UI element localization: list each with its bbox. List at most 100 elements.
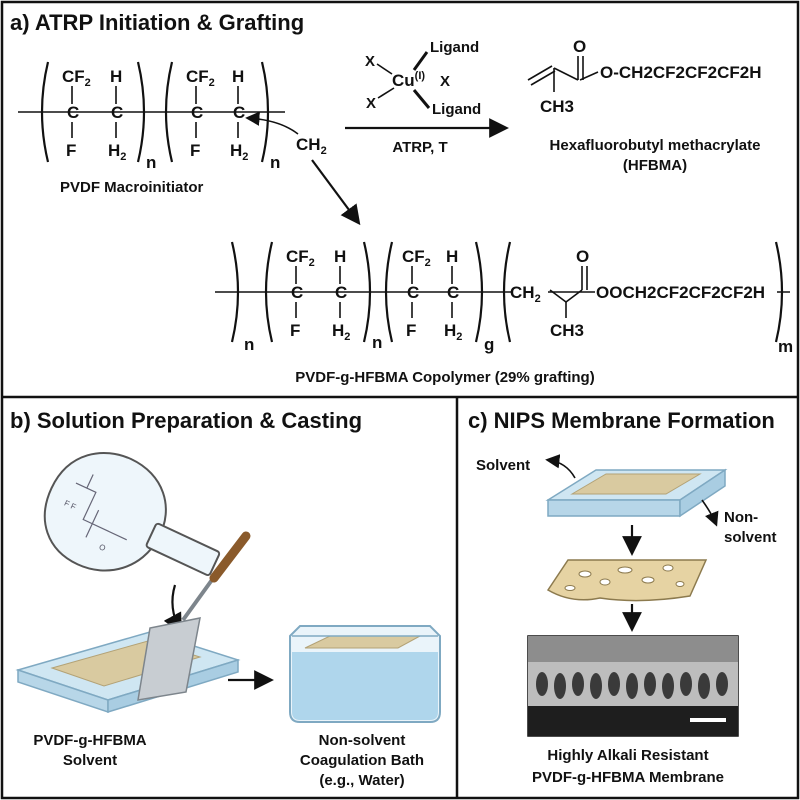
atom-f: F [190, 141, 200, 160]
glass-plate [15, 631, 241, 714]
bond [377, 87, 395, 99]
atom-h: H [334, 247, 346, 266]
ligand-top: Ligand [430, 39, 479, 56]
nonsolvent-label-line2: solvent [724, 529, 777, 546]
hfbma-monomer-structure: O O-CH2CF2CF2CF2H CH3 [527, 37, 762, 116]
scale-bar [690, 718, 726, 722]
panel-a: a) ATRP Initiation & Grafting CF2 C F H … [10, 10, 793, 386]
carbonyl-o: O [576, 247, 589, 266]
atom-c: C [111, 103, 123, 122]
panel-b-title: b) Solution Preparation & Casting [10, 408, 362, 433]
film-label-line1: PVDF-g-HFBMA [33, 732, 146, 749]
nonsolvent-in-arrow [701, 499, 719, 527]
subscript-m: m [778, 337, 793, 356]
atom-c: C [233, 103, 245, 122]
bond [376, 63, 393, 75]
reaction-conditions: ATRP, T [392, 139, 447, 156]
atom-c: C [335, 283, 347, 302]
atom-c: C [447, 283, 459, 302]
copolymer-label: PVDF-g-HFBMA Copolymer (29% grafting) [295, 369, 594, 386]
radical-ch2: CH2 [296, 135, 327, 157]
bracket-close [474, 241, 484, 343]
atom-cf2: CF2 [402, 247, 431, 269]
bond-double [530, 70, 556, 86]
atom-h: H [232, 67, 244, 86]
ligand-x-top: X [365, 53, 375, 70]
bond [553, 67, 579, 81]
subscript-n: n [270, 153, 280, 172]
bath-label-line2: Coagulation Bath [300, 752, 424, 769]
bracket-close [774, 241, 784, 343]
atom-cf2: CF2 [286, 247, 315, 269]
atom-h2: H2 [230, 141, 248, 163]
label-mask [595, 280, 777, 302]
panel-b: b) Solution Preparation & Casting F F O [10, 408, 441, 789]
bracket-close-2 [260, 61, 270, 163]
panel-c: c) NIPS Membrane Formation Solvent Non- … [468, 408, 777, 786]
bond-wedge [412, 51, 429, 71]
copolymer-ester: OOCH2CF2CF2CF2H [596, 283, 765, 302]
atom-h: H [110, 67, 122, 86]
grafting-arrow [311, 159, 361, 226]
coagulation-bath [289, 625, 441, 723]
membrane-label-line2: PVDF-g-HFBMA Membrane [532, 769, 724, 786]
film-label-line2: Solvent [63, 752, 117, 769]
bond [549, 289, 567, 303]
pvdf-macroinitiator-structure: CF2 C F H C H2 n CF2 C F H C H2 n CH2 [18, 61, 327, 172]
atom-cf2: CF2 [186, 67, 215, 89]
macroinitiator-label: PVDF Macroinitiator [60, 179, 204, 196]
monomer-methyl: CH3 [540, 97, 574, 116]
ligand-x-right: X [440, 73, 450, 90]
bracket-open [384, 241, 394, 343]
atom-h: H [446, 247, 458, 266]
bracket [230, 241, 240, 343]
bracket-close-1 [136, 61, 146, 163]
atom-cf2: CF2 [62, 67, 91, 89]
bond [579, 71, 599, 81]
subscript-n: n [244, 335, 254, 354]
bond-double [527, 65, 553, 81]
subscript-g: g [484, 335, 494, 354]
bracket-open [502, 241, 512, 343]
copolymer-structure: n CF2 C F H C H2 n CF2 C F H C H2 [215, 241, 793, 356]
atom-c: C [191, 103, 203, 122]
porous-membrane [546, 559, 708, 602]
panel-c-title: c) NIPS Membrane Formation [468, 408, 775, 433]
atom-f: F [290, 321, 300, 340]
panel-a-title: a) ATRP Initiation & Grafting [10, 10, 304, 35]
solvent-label: Solvent [476, 457, 530, 474]
monomer-name: Hexafluorobutyl methacrylate [550, 137, 761, 154]
solvent-out-arrow [545, 454, 576, 479]
svg-text:O: O [97, 542, 106, 553]
atom-h2: H2 [332, 321, 350, 343]
nonsolvent-label-line1: Non- [724, 509, 758, 526]
bath-label-line1: Non-solvent [319, 732, 406, 749]
atom-c: C [67, 103, 79, 122]
monomer-abbr: (HFBMA) [623, 157, 687, 174]
bath-label-line3: (e.g., Water) [319, 772, 404, 789]
bond-wedge [412, 89, 431, 109]
bond [565, 289, 583, 303]
subscript-n: n [146, 153, 156, 172]
carbonyl-o: O [573, 37, 586, 56]
sem-image [527, 635, 739, 737]
membrane-label-line1: Highly Alkali Resistant [547, 747, 708, 764]
cu-catalyst: X Ligand Cu(I) X X Ligand [365, 39, 481, 118]
atom-ch3: CH3 [550, 321, 584, 340]
bracket-open-2 [164, 61, 174, 163]
nips-plate [545, 468, 728, 518]
ligand-x-bottom: X [366, 95, 376, 112]
bracket-open-1 [40, 61, 50, 163]
monomer-ester: O-CH2CF2CF2CF2H [600, 63, 762, 82]
casting-knife-icon [137, 531, 251, 701]
atom-c: C [291, 283, 303, 302]
atom-f: F [66, 141, 76, 160]
radical-arrow [245, 111, 299, 135]
bracket-open [264, 241, 274, 343]
flask-icon: F F O [43, 452, 221, 577]
atom-h2: H2 [444, 321, 462, 343]
bracket-close [362, 241, 372, 343]
